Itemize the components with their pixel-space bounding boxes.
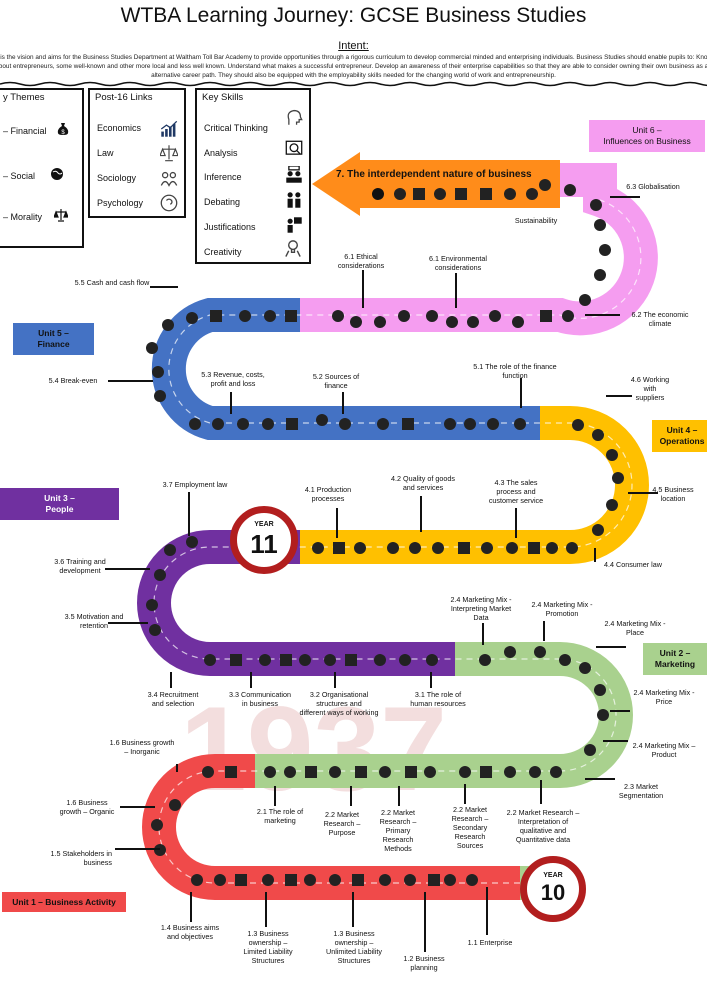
year-11-label: YEAR <box>254 521 274 528</box>
scales-icon <box>54 209 68 222</box>
skill-debating: Debating <box>204 197 241 207</box>
topic-3-6: 3.6 Training and development <box>54 557 106 575</box>
skill-justifications: Justifications <box>204 222 256 232</box>
post16-heading: Post-16 Links <box>95 92 153 103</box>
topic-1-3-unlimited: 1.3 Business ownership – Unlimited Liabi… <box>326 929 382 965</box>
scales-icon <box>160 145 178 162</box>
topic-4-2: 4.2 Quality of goods and services <box>391 474 455 492</box>
debate-icon <box>287 192 301 208</box>
intent-heading: Intent: <box>338 40 369 52</box>
globe-icon <box>51 168 63 180</box>
sustainability-label: Sustainability <box>514 216 558 225</box>
arrow-7-shape <box>312 152 560 216</box>
topic-6-2: 6.2 The economic climate <box>631 310 689 328</box>
unit-4-box: Unit 4 – Operations <box>652 420 707 452</box>
key-themes-heading: y Themes <box>3 92 45 103</box>
key-theme-morality: – Morality <box>3 212 43 222</box>
unit-3-box: Unit 3 – People <box>0 488 119 520</box>
year-11-number: 11 <box>250 529 278 559</box>
topic-1-6-inorganic: 1.6 Business growth – Inorganic <box>109 738 175 756</box>
post16-links-box: Post-16 Links Economics Law Sociology Ps… <box>88 88 186 218</box>
topic-3-7: 3.7 Employment law <box>162 480 228 489</box>
thinking-head-icon <box>287 109 303 125</box>
topic-2-2-purpose: 2.2 Market Research – Purpose <box>323 810 361 837</box>
lightbulb-icon <box>285 240 301 257</box>
topic-4-4: 4.4 Consumer law <box>604 560 662 569</box>
topic-2-2-secondary: 2.2 Market Research – Secondary Research… <box>451 805 489 850</box>
topic-2-3: 2.3 Market Segmentation <box>618 782 664 800</box>
topic-2-4-place: 2.4 Marketing Mix - Place <box>604 619 666 637</box>
topic-3-3: 3.3 Communication in business <box>229 690 291 708</box>
topic-2-2-primary: 2.2 Market Research – Primary Research M… <box>379 808 417 853</box>
topic-5-5: 5.5 Cash and cash flow <box>74 278 150 287</box>
topic-1-5: 1.5 Stakeholders in business <box>50 849 112 867</box>
topic-4-6: 4.6 Working with suppliers <box>630 375 670 402</box>
topic-3-4: 3.4 Recruitment and selection <box>147 690 199 708</box>
svg-text:$: $ <box>61 130 65 136</box>
topic-4-1: 4.1 Production processes <box>304 485 352 503</box>
skill-inference: Inference <box>204 172 242 182</box>
topic-5-1: 5.1 The role of the finance function <box>473 362 557 380</box>
topic-2-4-price: 2.4 Marketing Mix - Price <box>633 688 695 706</box>
key-skills-heading: Key Skills <box>202 92 244 103</box>
skill-creativity: Creativity <box>204 247 242 257</box>
key-themes-box: y Themes – Financial $ – Social – Morali… <box>0 88 84 248</box>
watermark-text: 1937 <box>180 682 447 816</box>
arrow-7-label: 7. The interdependent nature of business <box>336 169 532 180</box>
topic-1-4: 1.4 Business aims and objectives <box>160 923 220 941</box>
presenter-icon <box>287 217 302 233</box>
page-title: WTBA Learning Journey: GCSE Business Stu… <box>120 4 587 27</box>
unit-2-box: Unit 2 – Marketing <box>643 643 707 675</box>
growth-chart-icon <box>160 120 178 137</box>
year-10-label: YEAR <box>543 872 563 879</box>
people-icon <box>160 171 178 187</box>
money-bag-icon: $ <box>57 123 69 136</box>
topic-5-2: 5.2 Sources of finance <box>312 372 360 390</box>
skill-analysis: Analysis <box>204 148 238 158</box>
unit-1-box: Unit 1 – Business Activity <box>2 892 126 912</box>
topic-6-3: 6.3 Globalisation <box>626 182 680 191</box>
year-10-number: 10 <box>540 880 566 905</box>
magnifier-icon <box>285 140 303 155</box>
topic-5-4: 5.4 Break-even <box>48 376 98 385</box>
topic-2-2-interpretation: 2.2 Market Research – Interpretation of … <box>506 808 580 844</box>
unit-5-box: Unit 5 – Finance <box>13 323 94 355</box>
topic-2-1: 2.1 The role of marketing <box>256 807 304 825</box>
post16-psychology: Psychology <box>97 198 144 208</box>
topic-2-4-market-data: 2.4 Marketing Mix - Interpreting Market … <box>450 595 512 622</box>
topic-6-1-environmental: 6.1 Environmental considerations <box>429 254 487 272</box>
year-10-badge: YEAR 10 <box>520 856 586 922</box>
key-theme-financial: – Financial <box>3 126 47 136</box>
year-11-badge: YEAR 11 <box>230 506 298 574</box>
topic-3-1: 3.1 The role of human resources <box>410 690 466 708</box>
post16-economics: Economics <box>97 123 142 133</box>
head-icon <box>160 194 178 212</box>
key-skills-box: Key Skills Critical Thinking Analysis In… <box>195 88 311 264</box>
topic-5-3: 5.3 Revenue, costs, profit and loss <box>201 370 265 388</box>
wavy-divider <box>0 81 707 87</box>
post16-sociology: Sociology <box>97 173 137 183</box>
topic-2-4-promotion: 2.4 Marketing Mix - Promotion <box>531 600 593 618</box>
topic-1-1: 1.1 Enterprise <box>467 938 513 947</box>
discussion-icon <box>286 166 302 183</box>
intent-text: It is the vision and aims for the Busine… <box>0 54 707 79</box>
post16-law: Law <box>97 148 114 158</box>
topic-1-6-organic: 1.6 Business growth – Organic <box>59 798 115 816</box>
topic-1-2: 1.2 Business planning <box>403 954 445 972</box>
road-icon-markers <box>146 179 624 886</box>
unit-6-box: Unit 6 – Influences on Business <box>589 120 705 152</box>
topic-3-2: 3.2 Organisational structures and differ… <box>299 690 379 717</box>
topic-1-3-limited: 1.3 Business ownership – Limited Liabili… <box>243 929 293 965</box>
topic-6-1-ethical: 6.1 Ethical considerations <box>337 252 385 270</box>
skill-critical-thinking: Critical Thinking <box>204 123 268 133</box>
key-theme-social: – Social <box>3 171 36 181</box>
topic-4-5: 4.5 Business location <box>652 485 694 503</box>
topic-3-5: 3.5 Motivation and retention <box>64 612 124 630</box>
topic-4-3: 4.3 The sales process and customer servi… <box>488 478 544 505</box>
topic-2-4-product: 2.4 Marketing Mix – Product <box>632 741 696 759</box>
